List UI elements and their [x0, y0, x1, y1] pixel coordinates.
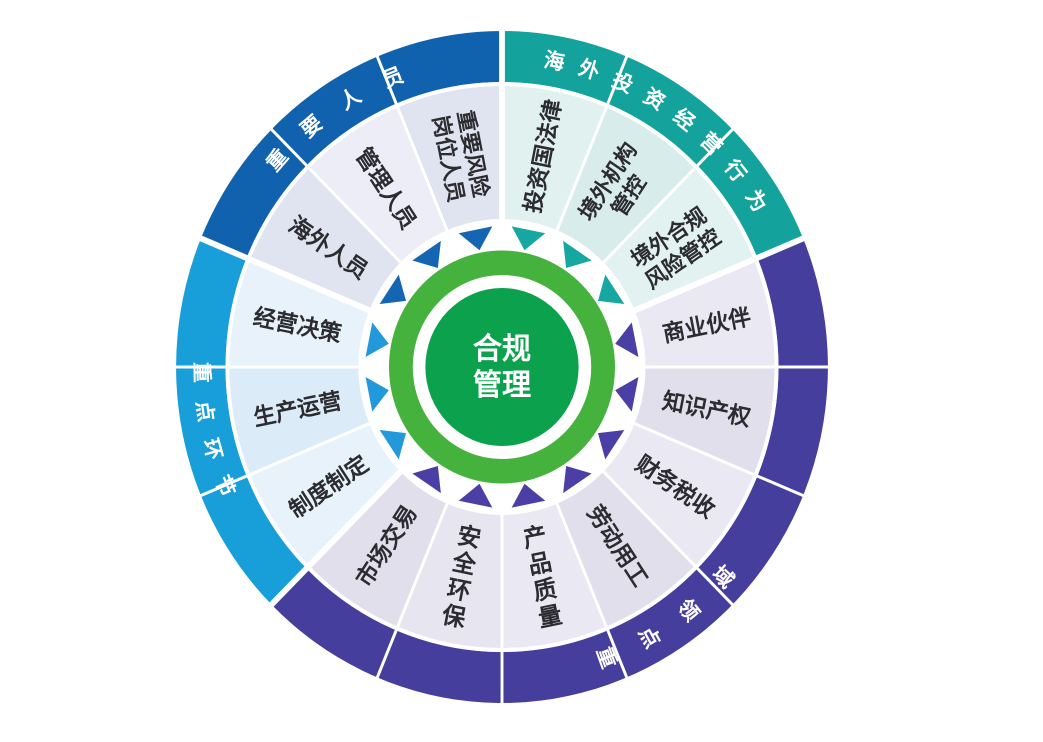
divider-line [599, 233, 809, 328]
segment-label-char: 保 [439, 601, 468, 633]
wheel-root: 合规管理投资国法律境外机构管控境外合规风险管控商业伙伴知识产权财务税收劳动用工产… [172, 26, 832, 707]
segment-label-char: 品 [526, 548, 554, 580]
center-circle [425, 288, 579, 446]
segment-label-char: 全 [449, 547, 479, 580]
arrow-triangle [365, 322, 389, 358]
divider-line [374, 501, 450, 682]
divider-line [601, 469, 736, 609]
arrow-triangle [412, 240, 441, 269]
divider-line [266, 442, 429, 611]
arrow-triangle [511, 226, 546, 251]
band-label-char: 海 [542, 47, 566, 75]
arrow-triangle [563, 465, 592, 494]
quadrant-band [200, 31, 503, 258]
arrow-triangle [615, 322, 639, 358]
arrow-triangle [563, 240, 592, 269]
segment-wedge [502, 503, 607, 648]
band-label-char: 重 [190, 362, 213, 383]
segment-label-char: 产 [521, 521, 549, 554]
divider-line [374, 52, 450, 233]
quadrant-band [502, 30, 804, 258]
arrow-triangle [597, 430, 625, 460]
segment-label-char: 质 [531, 575, 559, 607]
arrow-triangle [511, 483, 546, 508]
divider-line [197, 421, 372, 499]
arrow-triangle [365, 376, 389, 412]
arrow-triangle [458, 483, 493, 508]
divider-line [632, 421, 807, 499]
quadrant-band [271, 238, 828, 704]
divider-line [601, 125, 736, 265]
arrow-triangle [615, 376, 639, 412]
divider-line [554, 52, 630, 233]
segment-wedge [397, 503, 502, 648]
divider-line [195, 233, 405, 328]
segment-label-char: 安 [455, 521, 483, 554]
arrow-triangle [597, 274, 625, 304]
segment-wedge [634, 259, 775, 367]
quadrant-band [176, 238, 307, 605]
arrow-triangle [412, 465, 441, 494]
divider-line [554, 501, 630, 682]
arrow-triangle [458, 226, 493, 251]
arrow-triangle [379, 274, 407, 304]
segment-label-char: 环 [445, 576, 473, 607]
segment-wedge [634, 367, 775, 475]
band-label-char: 点 [192, 399, 218, 424]
arrow-triangle [379, 430, 407, 460]
segment-wedge [229, 367, 370, 475]
center-title: 合规管理 [473, 332, 532, 403]
divider-line [268, 125, 403, 265]
segment-label-char: 量 [536, 601, 564, 633]
band-gap-ring [225, 82, 779, 652]
segment-wedge [397, 86, 502, 231]
segment-wedge [229, 259, 370, 367]
segment-wedge [502, 86, 607, 231]
